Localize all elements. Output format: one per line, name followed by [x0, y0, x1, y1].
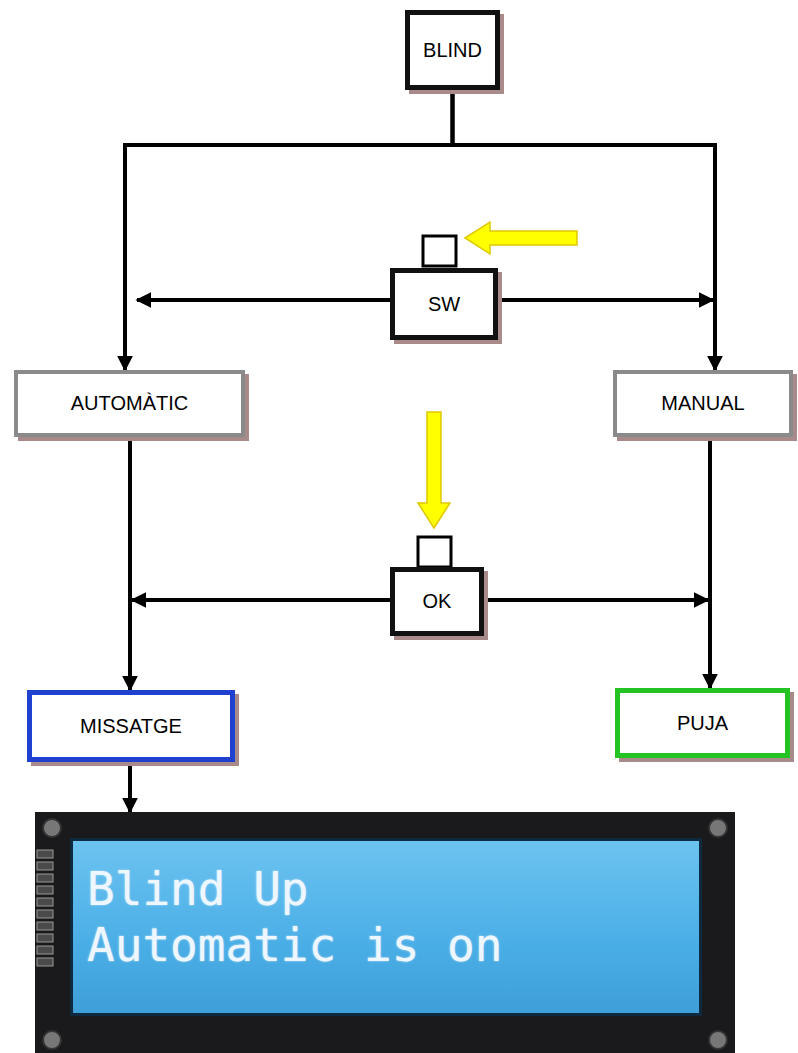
switch-button: [423, 236, 456, 266]
switch-box: SW: [390, 268, 498, 340]
ok-box: OK: [390, 567, 484, 636]
pointer-arrow: [465, 222, 577, 254]
selector-arrow: [137, 298, 390, 302]
selector-arrow: [498, 298, 713, 302]
flow-arrow: [708, 437, 712, 688]
mode-box: AUTOMÀTIC: [14, 370, 245, 437]
mode-box: MANUAL: [613, 370, 793, 437]
lcd-display: Blind UpAutomatic is on: [35, 812, 735, 1053]
message-box: MISSATGE: [27, 690, 235, 762]
box-label: MANUAL: [661, 392, 744, 415]
selector-arrow: [484, 598, 708, 602]
lcd-text: Automatic is on: [87, 917, 502, 973]
box-label: BLIND: [423, 39, 482, 62]
selector-arrow: [132, 598, 390, 602]
box-label: SW: [428, 293, 460, 316]
lcd-screen: Blind UpAutomatic is on: [70, 838, 702, 1016]
box-label: MISSATGE: [80, 715, 182, 738]
pointer-arrow: [418, 412, 450, 528]
action-box: PUJA: [615, 688, 790, 758]
root-box: BLIND: [405, 10, 500, 90]
box-label: AUTOMÀTIC: [71, 392, 188, 415]
box-label: OK: [423, 590, 452, 613]
flow-arrow: [128, 437, 132, 690]
lcd-text: Blind Up: [87, 861, 309, 917]
flow-arrow: [128, 762, 132, 812]
ok-button: [418, 537, 451, 567]
box-label: PUJA: [677, 712, 728, 735]
